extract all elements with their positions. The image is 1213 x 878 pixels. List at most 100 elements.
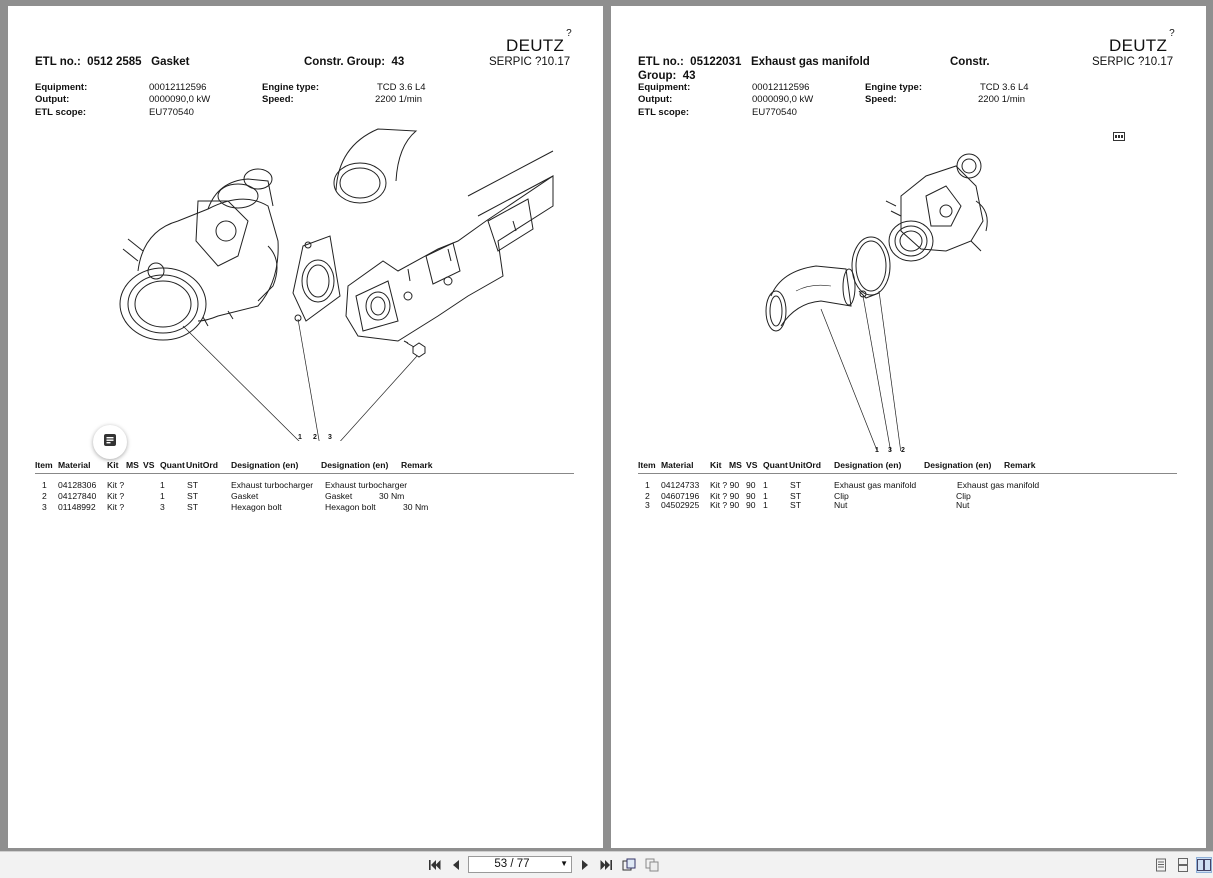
- cell-desc1: Hexagon bolt: [231, 502, 282, 512]
- cell-vs: 90: [746, 480, 756, 490]
- single-page-icon: [1156, 858, 1166, 872]
- engine-label: Engine type:: [865, 82, 923, 93]
- cell-desc1: Clip: [834, 491, 849, 501]
- etl-number: ETL no.: 05122031 Exhaust gas manifold: [638, 56, 870, 68]
- output-value: 0000090,0 kW: [752, 94, 814, 105]
- next-page-button[interactable]: [577, 857, 593, 873]
- exhaust-manifold-drawing: [765, 153, 988, 451]
- cell-desc2: Exhaust gas manifold: [957, 480, 1040, 490]
- cell-desc2: Hexagon bolt: [325, 502, 376, 512]
- pdf-page-left: DEUTZ? ETL no.: 0512 2585 Gasket Constr.…: [8, 6, 603, 848]
- cell-kit: Kit ?: [107, 502, 125, 512]
- turbocharger-gasket-drawing: [119, 128, 554, 441]
- cell-qty: 1: [763, 491, 768, 501]
- previous-page-button[interactable]: [447, 857, 463, 873]
- cell-remark: 30 Nm: [379, 491, 405, 501]
- last-page-button[interactable]: [598, 857, 614, 873]
- callout-3: 3: [888, 447, 892, 454]
- callout-2: 2: [901, 447, 905, 454]
- cell-unit: ST: [790, 480, 801, 490]
- cell-material: 04502925: [661, 500, 700, 510]
- cell-desc1: Nut: [834, 500, 848, 510]
- col-material: Material: [58, 460, 91, 470]
- scope-value: EU770540: [149, 107, 194, 118]
- cell-item: 2: [42, 491, 47, 501]
- cell-vs: 90: [746, 491, 756, 501]
- constr-label: Constr.: [950, 56, 990, 68]
- callout-1: 1: [298, 434, 302, 441]
- copy-page-button[interactable]: [644, 857, 660, 873]
- two-page-icon: [1197, 859, 1211, 871]
- col-vs: VS: [143, 460, 155, 470]
- document-viewport[interactable]: DEUTZ? ETL no.: 0512 2585 Gasket Constr.…: [0, 0, 1213, 851]
- col-designation-1: Designation (en): [231, 460, 299, 470]
- continuous-view-button[interactable]: [1175, 857, 1191, 873]
- cell-desc2: Clip: [956, 491, 971, 501]
- constr-group: Group: 43: [638, 70, 696, 82]
- rotate-view-icon: [622, 858, 635, 871]
- etl-number: ETL no.: 0512 2585 Gasket: [35, 56, 190, 68]
- cell-unit: ST: [790, 491, 801, 501]
- callout-2: 2: [313, 434, 317, 441]
- col-remark: Remark: [1004, 460, 1036, 470]
- single-page-view-button[interactable]: [1153, 857, 1169, 873]
- cell-material: 01148992: [58, 502, 96, 512]
- chevron-down-icon: ▼: [560, 859, 568, 868]
- scope-value: EU770540: [752, 107, 797, 118]
- page-indicator: 53 / 77: [494, 858, 530, 870]
- output-label: Output:: [35, 94, 70, 105]
- cell-desc1: Exhaust turbocharger: [231, 480, 314, 490]
- col-kit: Kit: [107, 460, 119, 470]
- cell-kit: Kit ?: [107, 480, 125, 490]
- col-item: Item: [35, 460, 53, 470]
- cell-item: 1: [42, 480, 47, 490]
- note-icon: [103, 433, 117, 452]
- cell-desc2: Exhaust turbocharger: [325, 480, 408, 490]
- equipment-label: Equipment:: [638, 82, 691, 93]
- equipment-value: 00012112596: [752, 82, 810, 93]
- page-number-select[interactable]: 53 / 77 ▼: [468, 856, 572, 873]
- cell-kit: Kit ? 90: [710, 480, 740, 490]
- navigation-toolbar: 53 / 77 ▼: [0, 851, 1213, 878]
- note-fab-button[interactable]: [93, 425, 127, 459]
- scope-label: ETL scope:: [35, 107, 87, 118]
- col-vs: VS: [746, 460, 758, 470]
- cell-qty: 3: [160, 502, 165, 512]
- cell-remark: 30 Nm: [403, 502, 429, 512]
- first-page-button[interactable]: [426, 857, 442, 873]
- col-kit: Kit: [710, 460, 722, 470]
- table-divider: [35, 473, 574, 474]
- scope-label: ETL scope:: [638, 107, 690, 118]
- callout-1: 1: [875, 447, 879, 454]
- cell-material: 04124733: [661, 480, 700, 490]
- constr-group: Constr. Group: 43: [304, 56, 405, 68]
- cell-unit: ST: [187, 502, 198, 512]
- serpic-version: SERPIC ?10.17: [489, 56, 571, 68]
- col-designation-1: Designation (en): [834, 460, 902, 470]
- engine-value: TCD 3.6 L4: [980, 82, 1029, 93]
- serpic-version: SERPIC ?10.17: [1092, 56, 1174, 68]
- view-toggle-icon[interactable]: [1113, 132, 1125, 141]
- pdf-page-right: DEUTZ? ETL no.: 05122031 Exhaust gas man…: [611, 6, 1206, 848]
- cell-qty: 1: [763, 500, 768, 510]
- col-ms: MS: [126, 460, 139, 470]
- table-divider: [638, 473, 1177, 474]
- equipment-label: Equipment:: [35, 82, 88, 93]
- cell-item: 1: [645, 480, 650, 490]
- brand-logo: DEUTZ?: [1109, 28, 1176, 55]
- copy-page-icon: [645, 858, 658, 872]
- last-page-icon: [600, 860, 612, 870]
- cell-unit: ST: [187, 491, 198, 501]
- col-unitord: UnitOrd: [789, 460, 821, 470]
- cell-material: 04607196: [661, 491, 700, 501]
- rotate-view-button[interactable]: [621, 857, 637, 873]
- col-quant: Quant: [160, 460, 185, 470]
- two-page-view-button[interactable]: [1196, 857, 1212, 873]
- cell-item: 2: [645, 491, 650, 501]
- cell-desc2: Nut: [956, 500, 970, 510]
- col-designation-2: Designation (en): [924, 460, 992, 470]
- cell-item: 3: [42, 502, 47, 512]
- speed-label: Speed:: [262, 94, 294, 105]
- col-quant: Quant: [763, 460, 788, 470]
- speed-value: 2200 1/min: [978, 94, 1026, 105]
